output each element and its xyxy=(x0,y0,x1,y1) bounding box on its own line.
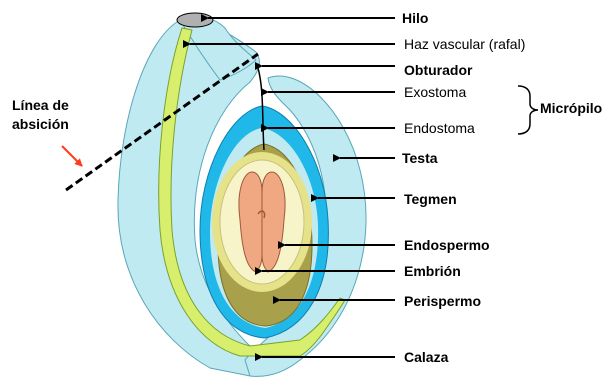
abscission-red-arrow xyxy=(62,146,82,166)
label-embrion: Embrión xyxy=(404,263,461,279)
label-perispermo: Perispermo xyxy=(404,293,481,309)
label-obturador: Obturador xyxy=(404,62,472,78)
label-linea-de-absicion: Línea de absición xyxy=(12,96,69,134)
label-haz-vascular: Haz vascular (rafal) xyxy=(404,36,525,52)
hilo xyxy=(177,13,213,27)
label-linea-line2: absición xyxy=(12,115,69,134)
label-linea-line1: Línea de xyxy=(12,96,69,115)
label-exostoma: Exostoma xyxy=(404,84,466,100)
label-endospermo: Endospermo xyxy=(404,237,490,253)
micropilo-brace xyxy=(518,86,538,134)
label-tegmen: Tegmen xyxy=(404,191,457,207)
label-micropilo: Micrópilo xyxy=(540,100,602,116)
label-testa: Testa xyxy=(402,150,438,166)
label-endostoma: Endostoma xyxy=(404,120,475,136)
label-hilo: Hilo xyxy=(402,10,428,26)
label-calaza: Calaza xyxy=(404,349,448,365)
